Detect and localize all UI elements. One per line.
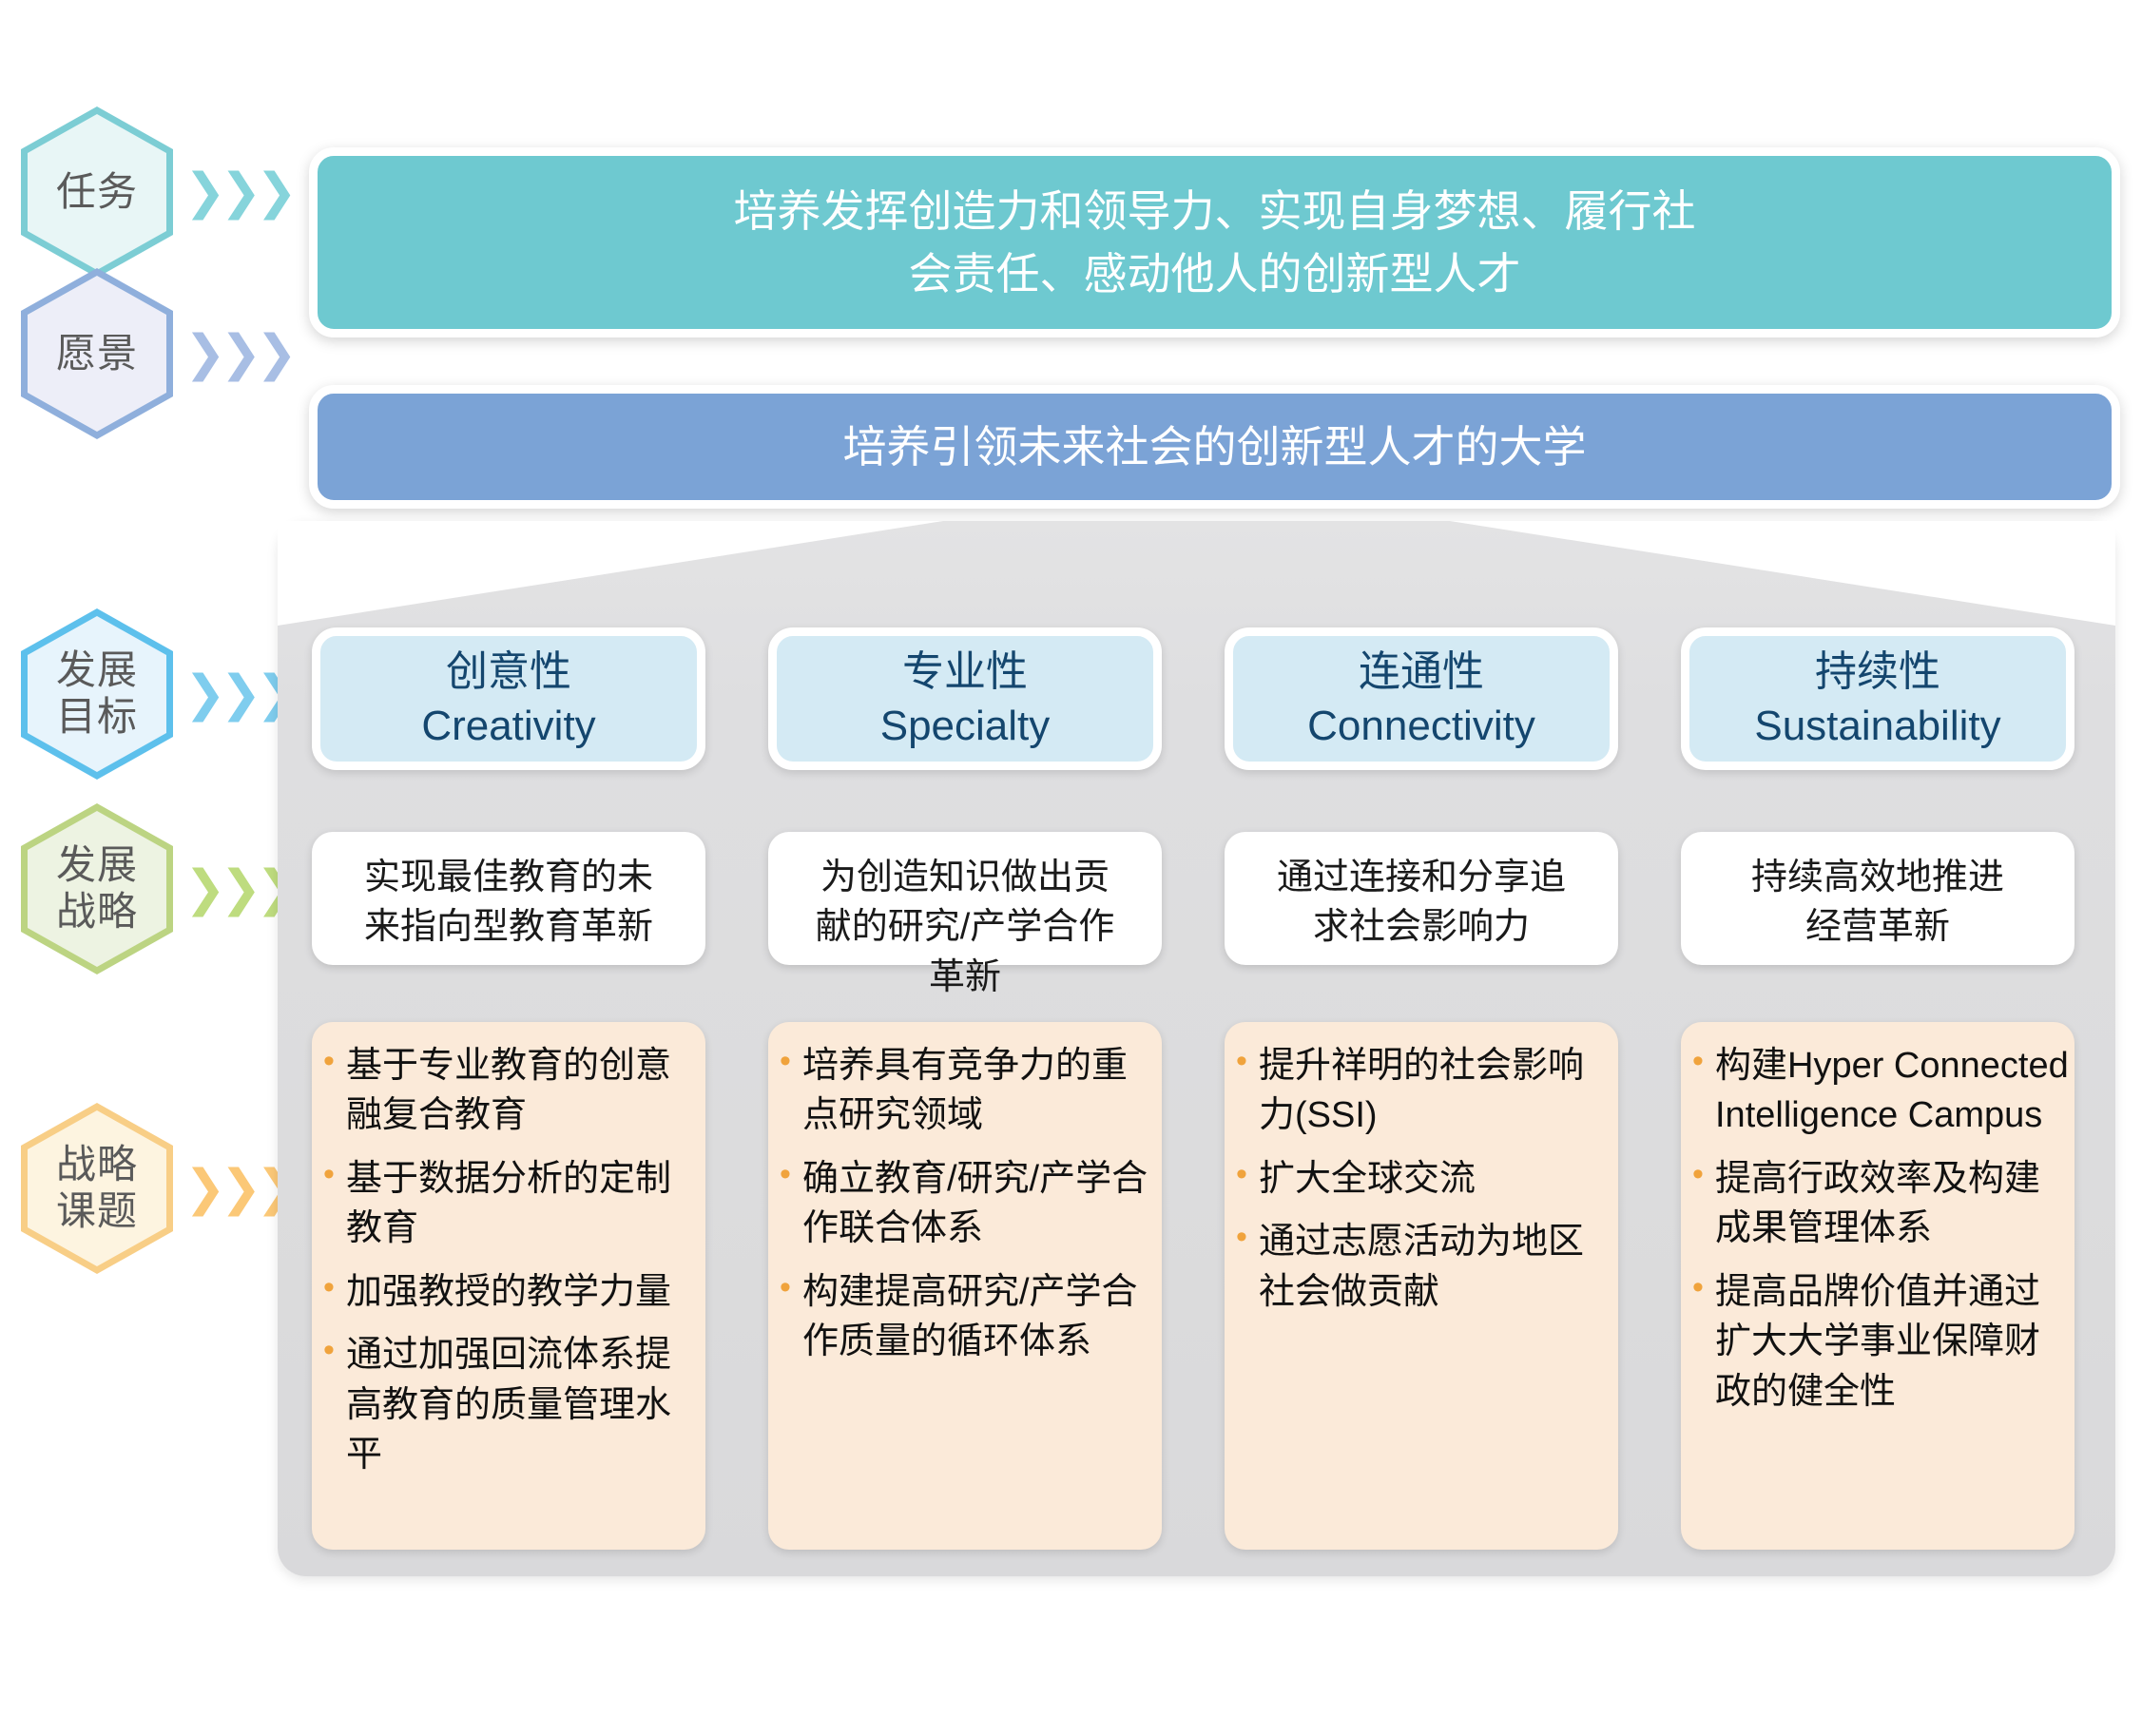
rail-item-vision: 愿景 ❯❯❯: [21, 268, 298, 439]
hexagon-strategic-task: 战略 课题: [21, 1103, 173, 1274]
rail-label-development-strategy: 发展 战略: [55, 842, 138, 934]
chevron-arrows-icon: ❯❯❯: [184, 665, 298, 723]
goal-card-specialty[interactable]: 专业性 Specialty: [768, 627, 1162, 770]
hexagon-fill: [28, 1110, 166, 1266]
task-list: 基于专业教育的创意融复合教育 基于数据分析的定制教育 加强教授的教学力量 通过加…: [318, 1039, 700, 1480]
task-card-creativity[interactable]: 基于专业教育的创意融复合教育 基于数据分析的定制教育 加强教授的教学力量 通过加…: [312, 1022, 705, 1550]
hexagon-mission: 任务: [21, 106, 173, 278]
mission-banner: 培养发挥创造力和领导力、实现自身梦想、履行社 会责任、感动他人的创新型人才: [309, 147, 2120, 338]
task-list: 培养具有竞争力的重点研究领域 确立教育/研究/产学合作联合体系 构建提高研究/产…: [774, 1039, 1156, 1367]
rail-label-strategic-task: 战略 课题: [55, 1142, 138, 1233]
list-item: 基于数据分析的定制教育: [318, 1152, 700, 1254]
chevron-arrows-icon: ❯❯❯: [184, 860, 298, 917]
task-card-connectivity[interactable]: 提升祥明的社会影响力(SSI) 扩大全球交流 通过志愿活动为地区社会做贡献: [1225, 1022, 1618, 1550]
vision-text: 培养引领未来社会的创新型人才的大学: [842, 421, 1587, 472]
hexagon-development-goal: 发展 目标: [21, 608, 173, 780]
hexagon-development-strategy: 发展 战略: [21, 803, 173, 974]
goal-label: 持续性 Sustainability: [1754, 647, 2001, 749]
strategy-card-social-impact[interactable]: 通过连接和分享追 求社会影响力: [1225, 832, 1618, 965]
rail-label-mission: 任务: [55, 168, 138, 214]
strategy-text: 为创造知识做出贡 献的研究/产学合作 革新: [815, 858, 1115, 997]
goal-card-sustainability[interactable]: 持续性 Sustainability: [1681, 627, 2074, 770]
board-wedge-left: [278, 521, 943, 626]
list-item: 提高行政效率及构建成果管理体系: [1687, 1152, 2069, 1254]
rail-item-strategic-task: 战略 课题 ❯❯❯: [21, 1103, 298, 1274]
hexagon-fill: [28, 276, 166, 432]
rail-item-mission: 任务 ❯❯❯: [21, 106, 298, 278]
strategy-text: 实现最佳教育的未 来指向型教育革新: [363, 858, 653, 948]
goal-label: 连通性 Connectivity: [1307, 647, 1535, 749]
list-item: 通过志愿活动为地区社会做贡献: [1230, 1215, 1612, 1317]
list-item: 扩大全球交流: [1230, 1152, 1612, 1204]
strategy-card-education[interactable]: 实现最佳教育的未 来指向型教育革新: [312, 832, 705, 965]
task-list: 构建Hyper Connected Intelligence Campus 提高…: [1687, 1039, 2069, 1417]
rail-label-vision: 愿景: [55, 330, 138, 376]
goal-label: 创意性 Creativity: [421, 647, 596, 749]
chevron-arrows-icon: ❯❯❯: [184, 325, 298, 382]
board-wedge-right: [1450, 521, 2115, 626]
mission-text: 培养发挥创造力和领导力、实现自身梦想、履行社 会责任、感动他人的创新型人才: [733, 185, 1696, 299]
list-item: 培养具有竞争力的重点研究领域: [774, 1039, 1156, 1141]
vision-banner: 培养引领未来社会的创新型人才的大学: [309, 385, 2120, 509]
goal-label: 专业性 Specialty: [879, 647, 1051, 749]
chevron-arrows-icon: ❯❯❯: [184, 164, 298, 221]
list-item: 加强教授的教学力量: [318, 1265, 700, 1317]
strategy-text: 持续高效地推进 经营革新: [1750, 858, 2004, 948]
hexagon-vision: 愿景: [21, 268, 173, 439]
goal-card-connectivity[interactable]: 连通性 Connectivity: [1225, 627, 1618, 770]
chevron-arrows-icon: ❯❯❯: [184, 1160, 298, 1217]
list-item: 提高品牌价值并通过扩大大学事业保障财政的健全性: [1687, 1265, 2069, 1417]
strategy-text: 通过连接和分享追 求社会影响力: [1276, 858, 1566, 948]
list-item: 确立教育/研究/产学合作联合体系: [774, 1152, 1156, 1254]
list-item: 提升祥明的社会影响力(SSI): [1230, 1039, 1612, 1141]
goal-card-creativity[interactable]: 创意性 Creativity: [312, 627, 705, 770]
list-item: 基于专业教育的创意融复合教育: [318, 1039, 700, 1141]
task-card-specialty[interactable]: 培养具有竞争力的重点研究领域 确立教育/研究/产学合作联合体系 构建提高研究/产…: [768, 1022, 1162, 1550]
rail-item-development-goal: 发展 目标 ❯❯❯: [21, 608, 298, 780]
list-item: 通过加强回流体系提高教育的质量管理水平: [318, 1328, 700, 1479]
task-list: 提升祥明的社会影响力(SSI) 扩大全球交流 通过志愿活动为地区社会做贡献: [1230, 1039, 1612, 1317]
strategy-card-management[interactable]: 持续高效地推进 经营革新: [1681, 832, 2074, 965]
rail-item-development-strategy: 发展 战略 ❯❯❯: [21, 803, 298, 974]
strategy-card-research[interactable]: 为创造知识做出贡 献的研究/产学合作 革新: [768, 832, 1162, 997]
list-item: 构建提高研究/产学合作质量的循环体系: [774, 1265, 1156, 1367]
task-card-sustainability[interactable]: 构建Hyper Connected Intelligence Campus 提高…: [1681, 1022, 2074, 1550]
rail-label-development-goal: 发展 目标: [55, 647, 138, 739]
list-item: 构建Hyper Connected Intelligence Campus: [1687, 1039, 2069, 1141]
